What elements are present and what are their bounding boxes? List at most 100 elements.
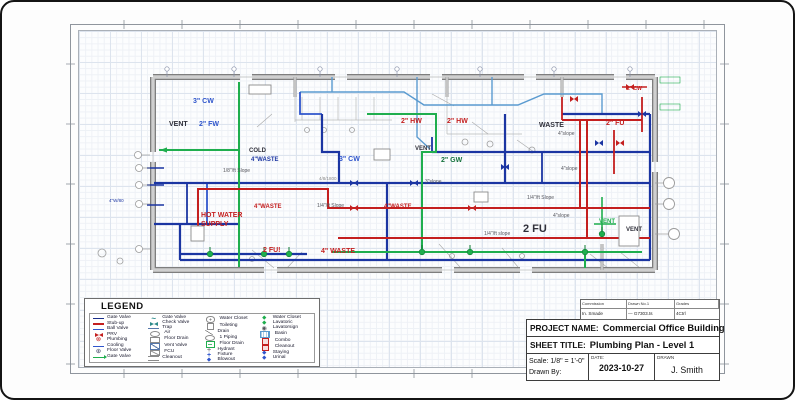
legend-item-label: 1 Piping <box>219 334 238 340</box>
bowtie-icon <box>93 333 104 338</box>
pipe-label: COLD <box>249 148 267 154</box>
legend-item: FCU <box>148 349 200 357</box>
legend-item: Vent Valve <box>148 343 200 350</box>
sheet-title-value: Plumbing Plan - Level 1 <box>589 340 695 350</box>
legend-item-label: Floor Valve <box>107 348 132 354</box>
legend-item: Floor Valve <box>93 349 145 354</box>
valve-bowtie-icon <box>626 84 634 90</box>
pipe-label: VENT <box>169 121 188 128</box>
legend-item-label: Combo <box>274 337 291 343</box>
legend-item-label: Urinal <box>272 355 286 361</box>
legend-item-label: Cleanout <box>274 344 295 350</box>
legend-item: Ball Valve <box>93 326 145 332</box>
pipe-navy <box>320 114 341 183</box>
legend-item-label: Staying <box>272 350 290 356</box>
pipe-label: VENT <box>599 219 615 225</box>
green-valve-icon <box>598 230 606 238</box>
top-fixture-icon <box>317 66 323 72</box>
legend-item: Water Closet <box>204 316 256 323</box>
pipe-label: 2 FU! <box>263 247 281 254</box>
meta-value: 4Ctrl <box>676 310 686 316</box>
pipe-label: 2 FU <box>523 223 547 235</box>
top-fixture-icon <box>231 66 237 72</box>
pipe-blue <box>299 92 322 115</box>
pipe-label: WASTE <box>539 122 564 129</box>
legend-item-label: PRV <box>107 331 117 337</box>
right-fixture-icon <box>663 198 675 210</box>
legend-item: Hydrant <box>204 347 256 353</box>
top-fixture-icon <box>551 66 557 72</box>
line-icon <box>93 328 104 331</box>
legend-item: Basin <box>259 331 311 338</box>
drawn-value: J. Smith <box>671 365 703 375</box>
legend-title: LEGEND <box>101 301 144 312</box>
valve-bowtie-icon <box>638 111 646 117</box>
diamond-icon <box>204 358 215 363</box>
sheet-title-row: SHEET TITLE: Plumbing Plan - Level 1 <box>526 336 720 354</box>
legend-item-label: FCU <box>164 349 175 355</box>
legend-item: Urinal <box>259 355 311 361</box>
project-name-value: Commercial Office Building <box>602 323 725 333</box>
pipe-label: 4" WASTE <box>321 248 355 255</box>
meta-value: — G7303.ts <box>627 309 675 319</box>
pipe-red <box>197 188 650 238</box>
pipe-label: 1/4"/ft Slope <box>317 203 344 209</box>
oval-icon <box>205 335 215 341</box>
pipe-label: 4/8/1800 <box>319 176 337 181</box>
pipe-label: 4"slope <box>553 213 570 219</box>
green-valve-icon <box>260 250 268 258</box>
slash-icon <box>205 330 213 335</box>
right-fixture-icon <box>668 228 680 240</box>
line-icon <box>93 317 104 320</box>
top-fixture-icon <box>627 66 633 72</box>
legend-item-label: Stub-up <box>107 320 125 326</box>
legend-item: 1 Piping <box>204 335 256 341</box>
project-name-label: PROJECT NAME: <box>530 323 599 333</box>
pipe-label: VENT <box>415 146 431 152</box>
legend-item-label: Vent Valve <box>164 342 188 348</box>
meta-header: Drawn No.1 <box>627 300 675 309</box>
legend-item-label: Ball Valve <box>107 326 129 332</box>
box-diag-icon <box>149 342 160 350</box>
legend-item-label: Floor Drain <box>164 336 189 342</box>
equipment-boxes <box>190 76 681 247</box>
legend-item: Combo <box>259 338 311 345</box>
top-fixture-icon <box>477 66 483 72</box>
pipe-ltblue <box>300 91 603 114</box>
legend-item: Staying <box>259 350 311 356</box>
legend-item: Gate Valve <box>93 315 145 321</box>
valve-bowtie-icon <box>350 205 358 211</box>
green-valve-icon <box>466 248 474 256</box>
legend-item-label: Gate Valve <box>107 315 131 320</box>
pipe-label: 4"slope <box>558 131 575 137</box>
date-cell: DATE: 2023-10-27 <box>589 354 655 380</box>
right-fixture-icon <box>663 177 675 189</box>
legend-item-label: Water Closet <box>272 315 301 321</box>
valve-symbols <box>134 66 680 258</box>
pipe-label: 2" FU <box>606 120 625 127</box>
legend-item: Cooling <box>93 343 145 349</box>
legend-column: Water ClosetLavatoricLavatorsignBasinCom… <box>259 315 311 361</box>
legend-item-label: Toileting <box>219 323 238 329</box>
valve-bowtie-icon <box>468 205 476 211</box>
scale-cell: Scale: 1/8" = 1'-0" Drawn By: <box>527 354 589 380</box>
green-valve-icon <box>206 250 214 258</box>
drawn-label: DRAWN <box>657 355 675 360</box>
legend-item: Check Valve <box>148 320 200 326</box>
legend-item: Air <box>148 331 200 337</box>
legend-item-label: Trap <box>162 325 173 330</box>
meta-value: In. Smade <box>581 309 627 319</box>
pipe-label: 2" FW <box>199 121 219 128</box>
project-name-row: PROJECT NAME: Commercial Office Building <box>526 319 725 337</box>
valve-bowtie-icon <box>570 96 578 102</box>
pipe-label: 4"WASTE <box>254 204 282 210</box>
pipe-label: 1/4"/ft slope <box>484 231 510 237</box>
pipe-label: 4"W/80 <box>109 198 124 203</box>
pipe-label: 4"slope <box>561 166 578 172</box>
pipe-label: 1/4"/ft Slope <box>527 195 554 201</box>
